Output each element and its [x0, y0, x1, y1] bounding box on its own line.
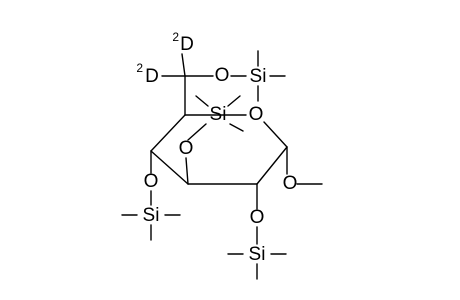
atom-label-layer: 2 D 2 D O Si Si O O O Si O O Si — [136, 30, 297, 265]
atom-d-left: D — [145, 66, 159, 87]
atom-o-bridge: O — [179, 138, 194, 159]
atom-o-c1: O — [283, 173, 298, 194]
bond-o-ring-c1 — [263, 121, 288, 148]
bond-o-bridge-si — [187, 123, 207, 141]
bond-layer — [121, 50, 323, 280]
bond-c3-o-bridge — [185, 157, 189, 185]
atom-si-primary: Si — [250, 66, 267, 87]
atom-si-c4: Si — [143, 205, 160, 226]
atom-o-c4: O — [144, 171, 159, 192]
atom-o-c2: O — [250, 207, 265, 228]
atom-o-ring: O — [249, 104, 264, 125]
bond-si-bridge-methyl-2 — [227, 95, 241, 107]
bond-si-bridge-methyl-1 — [195, 95, 209, 107]
atom-o-primary: O — [215, 65, 230, 86]
bond-c1-c2 — [256, 146, 288, 185]
bond-c3-c4 — [150, 150, 189, 185]
atom-si-bridge: Si — [210, 104, 227, 125]
isotope-superscript-left: 2 — [136, 61, 143, 75]
isotope-superscript-top: 2 — [172, 30, 179, 44]
bond-c4-c5 — [150, 114, 186, 152]
bond-c6-d-top — [181, 53, 186, 77]
atom-si-c2: Si — [249, 244, 266, 265]
bond-si-bridge-methyl-3 — [229, 123, 244, 132]
atom-d-top: D — [180, 34, 194, 55]
